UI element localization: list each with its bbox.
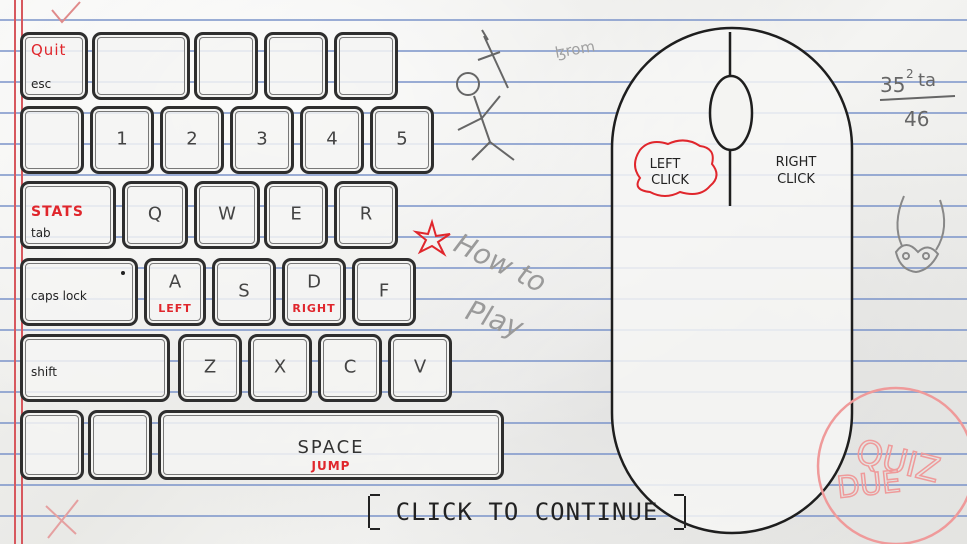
key-v: V	[388, 334, 452, 402]
right-click-label-line2: CLICK	[777, 172, 815, 187]
blank-key	[264, 32, 328, 100]
caps-lock-label: caps lock	[31, 289, 87, 303]
key-s-label: S	[238, 280, 250, 302]
key-x: X	[248, 334, 312, 402]
left-click-highlight	[634, 139, 718, 197]
math-exponent: 2	[906, 67, 914, 81]
blank-key	[334, 32, 398, 100]
how-to-play-line1: How to	[449, 227, 552, 300]
key-5-label: 5	[396, 128, 408, 150]
blank-key	[20, 410, 84, 480]
blank-key	[20, 106, 84, 174]
tab-key: STATS tab	[20, 181, 116, 249]
due-text: DUE	[835, 464, 902, 505]
shift-key: shift	[20, 334, 170, 402]
key-f-label: F	[378, 280, 390, 302]
key-2-label: 2	[186, 128, 198, 150]
x-mark-icon	[45, 499, 79, 539]
key-3: 3	[230, 106, 294, 174]
math-numerator: 35	[880, 73, 905, 97]
key-3-label: 3	[256, 128, 268, 150]
margin-line-left	[14, 0, 16, 544]
key-f: F	[352, 258, 416, 326]
how-to-play-line2: Play	[462, 294, 529, 345]
space-key-label: SPACE	[297, 437, 365, 458]
key-1: 1	[90, 106, 154, 174]
key-c-label: C	[343, 356, 357, 378]
key-4-label: 4	[326, 128, 338, 150]
key-a-label: A	[168, 271, 182, 293]
key-a-action: LEFT	[158, 302, 192, 315]
key-q-label: Q	[147, 203, 163, 225]
mouse-diagram: LEFT CLICK RIGHT CLICK	[610, 26, 854, 535]
key-z: Z	[178, 334, 242, 402]
blank-key	[92, 32, 190, 100]
blank-key	[194, 32, 258, 100]
math-denominator: 46	[904, 107, 929, 131]
esc-key-label: esc	[31, 77, 52, 91]
math-scribble: 35 2 ta 46	[879, 67, 956, 131]
key-r-label: R	[359, 203, 373, 225]
space-key-action: JUMP	[311, 459, 351, 473]
key-a: A LEFT	[144, 258, 206, 326]
key-q: Q	[122, 181, 188, 249]
shift-key-label: shift	[31, 365, 57, 379]
skull-doodle-icon	[894, 195, 946, 274]
key-w: W	[194, 181, 260, 249]
key-1-label: 1	[116, 128, 128, 150]
key-2: 2	[160, 106, 224, 174]
blank-key	[88, 410, 152, 480]
key-v-label: V	[413, 356, 427, 378]
caps-indicator-dot	[121, 271, 125, 275]
stats-label: STATS	[31, 204, 84, 220]
key-d: D RIGHT	[282, 258, 346, 326]
key-w-label: W	[218, 203, 236, 225]
stick-figure-sword-icon	[456, 29, 515, 161]
key-s: S	[212, 258, 276, 326]
tab-key-label: tab	[31, 226, 51, 240]
star-icon	[412, 218, 451, 257]
scribble-text: ɮrom	[554, 37, 597, 62]
space-key: SPACE JUMP	[158, 410, 504, 480]
check-mark-icon	[51, 1, 81, 24]
key-d-label: D	[307, 271, 321, 293]
math-suffix: ta	[918, 70, 936, 91]
key-r: R	[334, 181, 398, 249]
quit-key: Quit esc	[20, 32, 88, 100]
key-c: C	[318, 334, 382, 402]
click-to-continue-button[interactable]: CLICK TO CONTINUE	[368, 494, 686, 530]
key-x-label: X	[273, 356, 287, 378]
key-4: 4	[300, 106, 364, 174]
left-click-label-line1: LEFT	[650, 157, 681, 172]
key-e: E	[264, 181, 328, 249]
caps-lock-key: caps lock	[20, 258, 138, 326]
right-click-label-line1: RIGHT	[776, 155, 817, 170]
key-d-action: RIGHT	[292, 302, 336, 315]
scroll-wheel	[708, 74, 754, 152]
key-5: 5	[370, 106, 434, 174]
key-e-label: E	[290, 203, 302, 225]
quit-key-label: Quit	[31, 41, 67, 59]
left-click-label-line2: CLICK	[651, 173, 689, 188]
key-z-label: Z	[203, 356, 217, 378]
